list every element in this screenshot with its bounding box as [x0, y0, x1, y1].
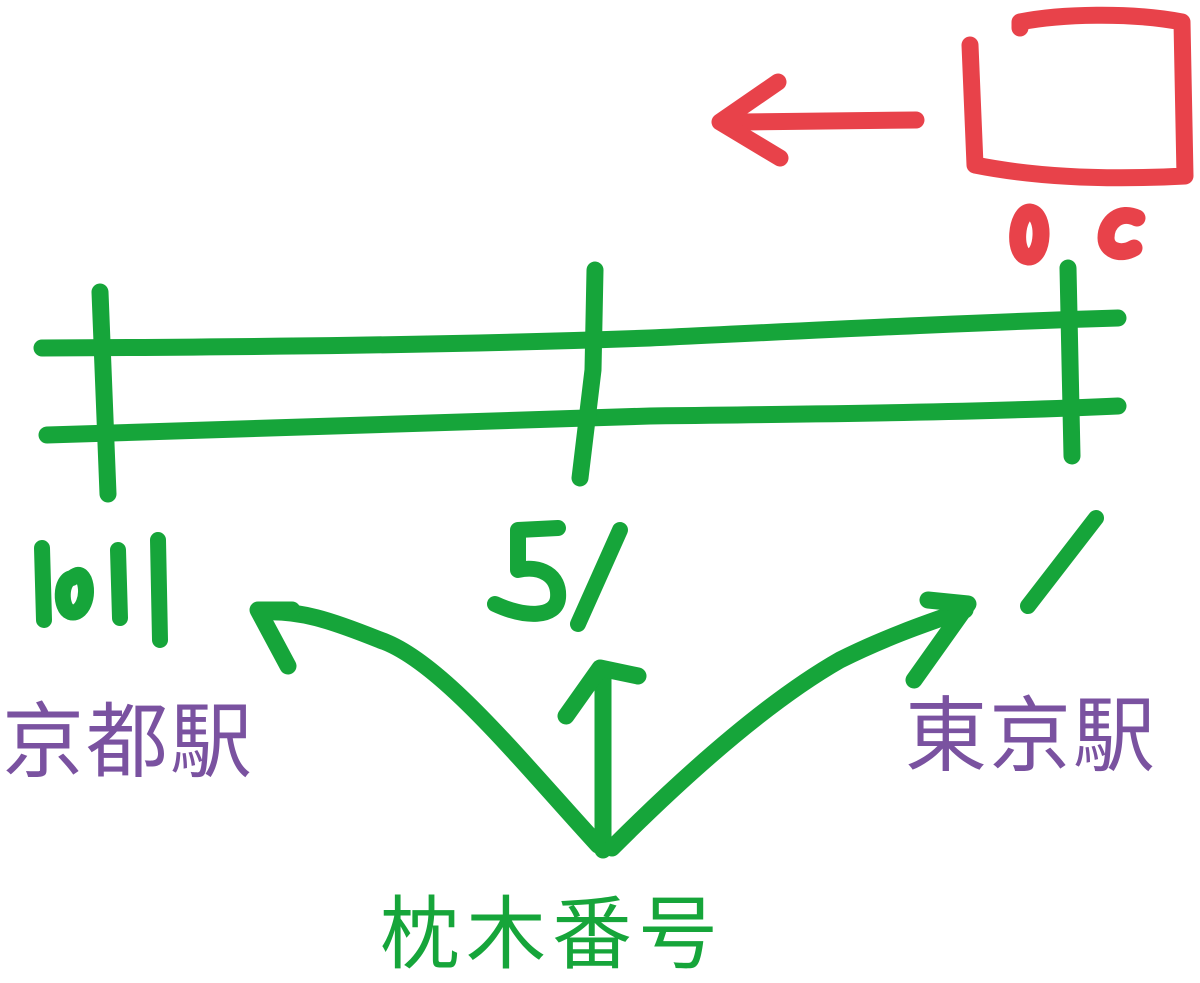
station-label-kyoto: 京都駅 [2, 695, 255, 790]
caption-sleeper-number: 枕木番号 [380, 888, 724, 981]
sleeper-1 [1059, 259, 1081, 465]
rail-top [33, 309, 1127, 357]
rail-bottom [38, 397, 1127, 444]
sleeper-101 [91, 283, 117, 503]
arrow-to-kyoto [253, 603, 607, 854]
arrow-to-tokyo [603, 601, 974, 857]
sleeper-51 [571, 261, 604, 487]
arrowhead-kyoto-icon [249, 601, 301, 675]
car-wheel-left [1009, 203, 1050, 266]
pointer-arrows [249, 591, 977, 859]
car-group [711, 6, 1194, 266]
sleepers [91, 259, 1081, 503]
arrowhead-51-icon [557, 659, 647, 725]
sleeper-number-1 [1020, 510, 1104, 614]
direction-arrowhead-icon [711, 73, 789, 167]
direction-arrow-left-icon [733, 111, 925, 131]
arrowhead-tokyo-icon [905, 591, 977, 689]
car-body [961, 6, 1194, 187]
sleeper-number-101 [34, 532, 168, 648]
station-label-tokyo: 東京駅 [905, 689, 1158, 784]
rails [33, 309, 1127, 444]
car-wheel-right [1097, 207, 1146, 261]
sleeper-number-51 [487, 520, 628, 632]
